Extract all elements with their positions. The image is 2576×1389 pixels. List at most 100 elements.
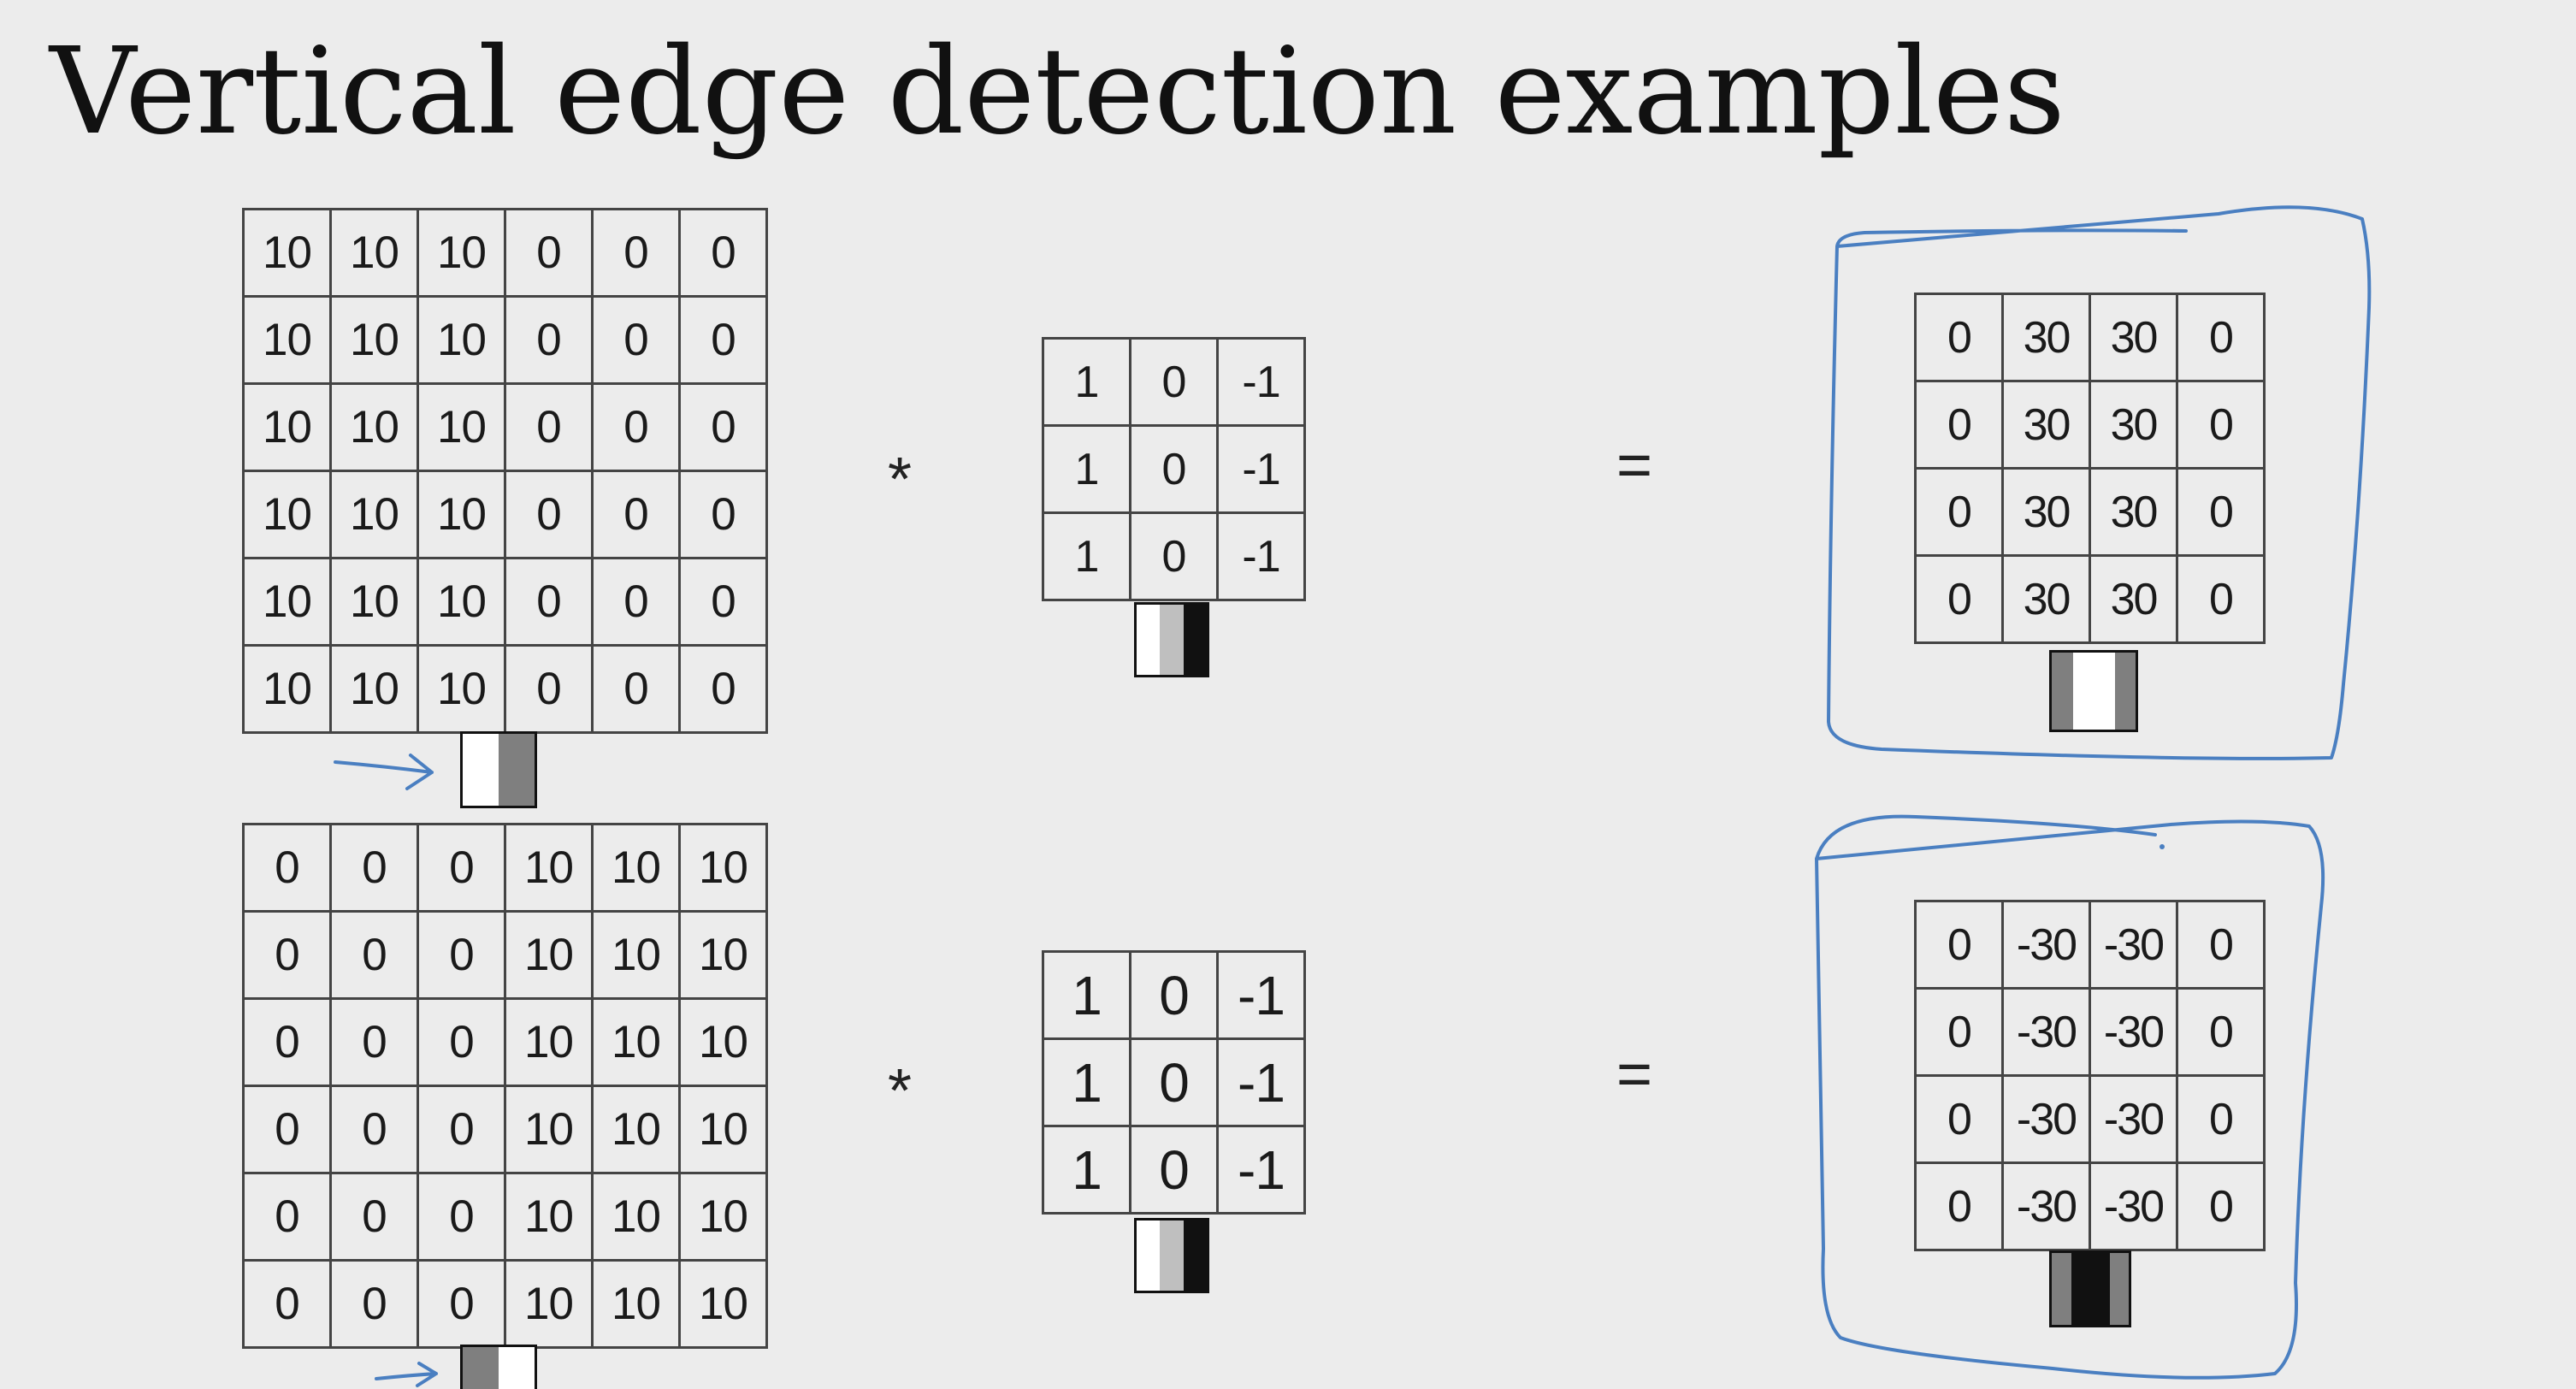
matrix-cell: 0 bbox=[1129, 1125, 1219, 1215]
matrix-cell: 0 bbox=[242, 1172, 332, 1262]
matrix-cell: 0 bbox=[329, 910, 419, 1000]
matrix-cell: 0 bbox=[504, 382, 594, 472]
output-intensity-swatch-1 bbox=[2049, 650, 2138, 732]
matrix-cell: -30 bbox=[2089, 1074, 2178, 1164]
matrix-cell: 0 bbox=[242, 823, 332, 913]
matrix-cell: 30 bbox=[2001, 293, 2091, 382]
matrix-cell: 1 bbox=[1042, 337, 1131, 427]
matrix-cell: 30 bbox=[2089, 554, 2178, 644]
matrix-cell: 10 bbox=[242, 208, 332, 298]
matrix-cell: 10 bbox=[504, 910, 594, 1000]
equals-sign-1: = bbox=[1616, 431, 1653, 499]
matrix-cell: 0 bbox=[1914, 380, 2004, 470]
matrix-cell: 0 bbox=[1129, 424, 1219, 514]
matrix-cell: 10 bbox=[504, 1172, 594, 1262]
swatch-stripe-white bbox=[1137, 605, 1161, 675]
matrix-cell: 0 bbox=[329, 997, 419, 1087]
matrix-cell: 10 bbox=[504, 823, 594, 913]
matrix-cell: 0 bbox=[2176, 467, 2266, 557]
matrix-cell: 0 bbox=[678, 208, 768, 298]
matrix-cell: 0 bbox=[1914, 467, 2004, 557]
swatch-stripe-gray bbox=[2109, 1253, 2129, 1325]
matrix-cell: 10 bbox=[329, 644, 419, 734]
matrix-cell: 0 bbox=[2176, 293, 2266, 382]
matrix-cell: -1 bbox=[1216, 424, 1306, 514]
swatch-stripe-black bbox=[2090, 1253, 2110, 1325]
matrix-cell: 0 bbox=[591, 470, 681, 559]
matrix-cell: 10 bbox=[417, 470, 506, 559]
matrix-cell: 10 bbox=[242, 295, 332, 385]
matrix-cell: 10 bbox=[591, 997, 681, 1087]
matrix-cell: 0 bbox=[417, 1085, 506, 1174]
equals-sign-2: = bbox=[1616, 1040, 1653, 1108]
matrix-cell: 10 bbox=[678, 910, 768, 1000]
arrow-icon-1 bbox=[334, 754, 434, 790]
matrix-cell: 10 bbox=[591, 1172, 681, 1262]
matrix-cell: 0 bbox=[591, 208, 681, 298]
matrix-cell: 0 bbox=[329, 1085, 419, 1174]
matrix-cell: 10 bbox=[329, 295, 419, 385]
matrix-cell: 0 bbox=[2176, 554, 2266, 644]
matrix-cell: 0 bbox=[1914, 554, 2004, 644]
matrix-cell: 0 bbox=[329, 1172, 419, 1262]
matrix-cell: 0 bbox=[2176, 1161, 2266, 1251]
matrix-cell: 0 bbox=[504, 295, 594, 385]
swatch-stripe-light-gray bbox=[1160, 1221, 1184, 1291]
input-intensity-swatch-1 bbox=[460, 731, 537, 808]
swatch-stripe-white bbox=[2072, 653, 2094, 730]
matrix-cell: -30 bbox=[2001, 987, 2091, 1077]
matrix-cell: -1 bbox=[1216, 1037, 1306, 1127]
slide-title: Vertical edge detection examples bbox=[50, 22, 2065, 162]
matrix-cell: 10 bbox=[242, 644, 332, 734]
matrix-cell: -30 bbox=[2001, 1161, 2091, 1251]
matrix-cell: 1 bbox=[1042, 1125, 1131, 1215]
matrix-cell: 10 bbox=[417, 208, 506, 298]
matrix-cell: 10 bbox=[329, 382, 419, 472]
swatch-stripe-light-gray bbox=[1160, 605, 1184, 675]
swatch-stripe-gray bbox=[2052, 1253, 2071, 1325]
matrix-cell: 0 bbox=[417, 1259, 506, 1349]
filter-intensity-swatch-2 bbox=[1134, 1218, 1209, 1293]
swatch-stripe-white bbox=[463, 734, 499, 806]
matrix-cell: 1 bbox=[1042, 511, 1131, 601]
matrix-cell: 10 bbox=[329, 470, 419, 559]
matrix-cell: 10 bbox=[504, 1085, 594, 1174]
matrix-cell: 30 bbox=[2001, 380, 2091, 470]
matrix-cell: -1 bbox=[1216, 337, 1306, 427]
matrix-cell: 0 bbox=[1129, 511, 1219, 601]
matrix-cell: 0 bbox=[1914, 900, 2004, 990]
matrix-cell: 30 bbox=[2089, 380, 2178, 470]
matrix-cell: 30 bbox=[2089, 467, 2178, 557]
matrix-cell: -1 bbox=[1216, 950, 1306, 1040]
matrix-cell: -30 bbox=[2089, 1161, 2178, 1251]
matrix-cell: 0 bbox=[242, 1085, 332, 1174]
matrix-cell: 0 bbox=[591, 295, 681, 385]
matrix-cell: -30 bbox=[2089, 900, 2178, 990]
matrix-cell: 10 bbox=[591, 1085, 681, 1174]
matrix-cell: 1 bbox=[1042, 950, 1131, 1040]
matrix-cell: 0 bbox=[504, 470, 594, 559]
matrix-cell: 10 bbox=[242, 557, 332, 647]
